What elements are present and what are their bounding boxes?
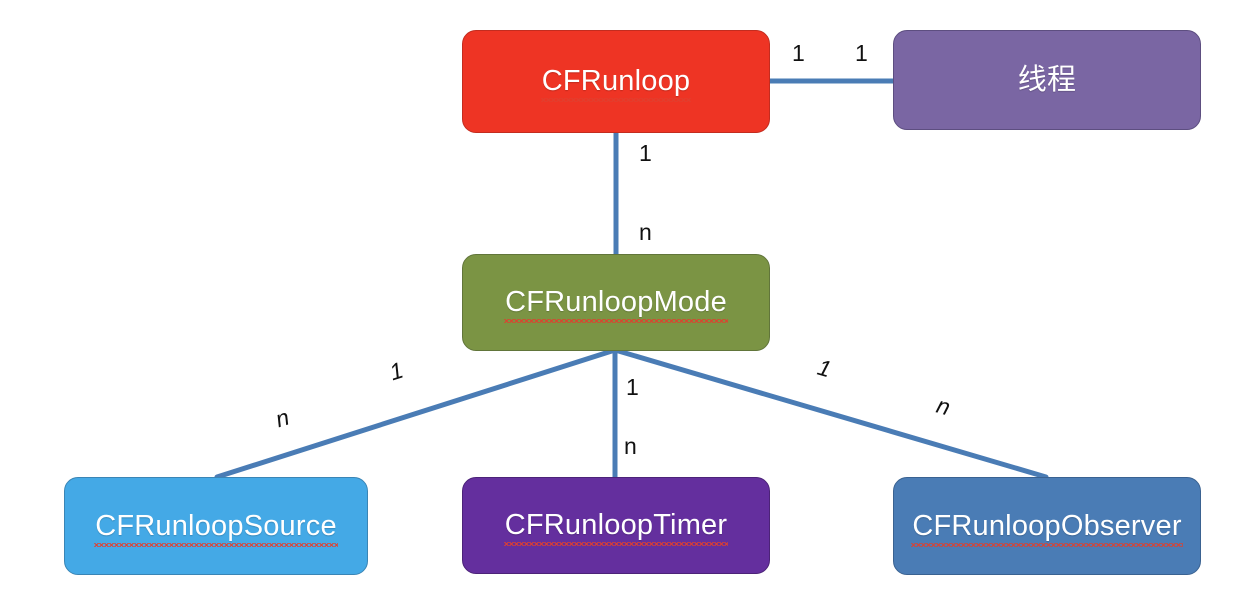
node-cfrunloopobserver-label: CFRunloopObserver (911, 509, 1184, 547)
edge-label-runloop-thread-near: 1 (792, 40, 805, 66)
edge-label-mode-timer-one: 1 (626, 374, 639, 400)
connector-mode-observer (612, 347, 1049, 480)
edge-label-mode-timer-n: n (624, 433, 637, 459)
node-cfrunloop-label: CFRunloop (540, 65, 691, 102)
node-thread-label: 线程 (1017, 63, 1077, 96)
node-thread[interactable]: 线程 (893, 30, 1201, 130)
node-cfrunlooptimer-label: CFRunloopTimer (503, 509, 728, 546)
edge-label-runloop-thread-far: 1 (855, 40, 868, 66)
edge-label-runloop-mode-one: 1 (639, 140, 652, 166)
edge-label-runloop-mode-n: n (639, 219, 652, 245)
node-cfrunloopmode-label: CFRunloopMode (504, 286, 728, 323)
node-cfrunloopobserver[interactable]: CFRunloopObserver (893, 477, 1201, 575)
node-cfrunloopmode[interactable]: CFRunloopMode (462, 254, 770, 351)
node-cfrunloopsource[interactable]: CFRunloopSource (64, 477, 368, 575)
node-cfrunloopsource-label: CFRunloopSource (94, 509, 338, 547)
connector-mode-source (214, 347, 618, 480)
node-cfrunloop[interactable]: CFRunloop (462, 30, 770, 133)
node-cfrunlooptimer[interactable]: CFRunloopTimer (462, 477, 770, 574)
